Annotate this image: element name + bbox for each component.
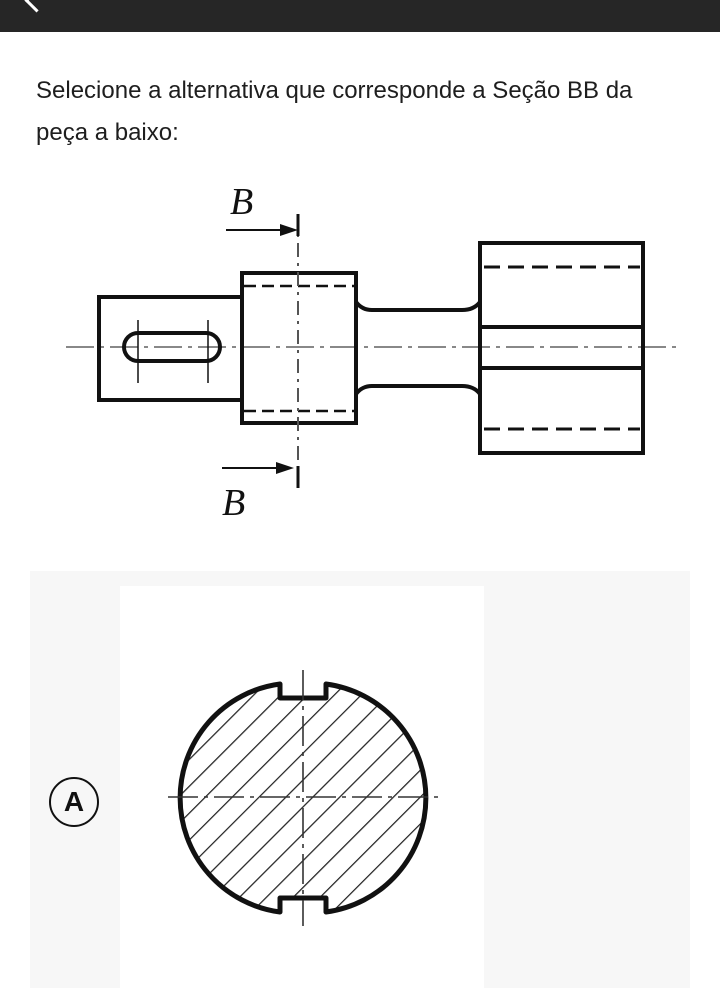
section-outline (177, 681, 429, 915)
neck-top (354, 300, 482, 312)
question-text: Selecione a alternativa que corresponde … (36, 77, 633, 146)
section-label-top: B (230, 181, 253, 223)
neck-bottom (354, 384, 482, 396)
section-label-bottom: B (222, 482, 245, 524)
answer-option-a[interactable]: A (30, 571, 690, 988)
keyway-slot (122, 331, 222, 363)
arrowhead-bottom (276, 462, 294, 474)
option-letter-badge[interactable]: A (49, 777, 99, 827)
chevron-left-icon[interactable] (24, 0, 49, 13)
technical-drawing: B B (58, 170, 698, 530)
top-app-bar (0, 0, 720, 32)
right-block (478, 241, 645, 455)
arrowhead-top (280, 224, 298, 236)
option-a-image[interactable] (120, 586, 484, 988)
